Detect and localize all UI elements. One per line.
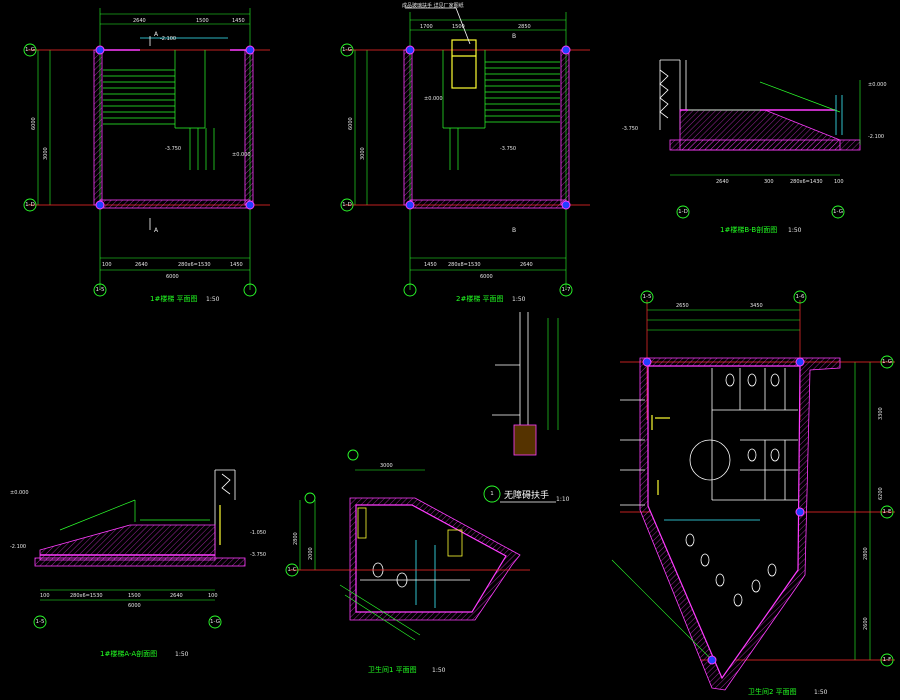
secaa-level-2: -1.050	[250, 530, 266, 536]
toilet2-grid-right-3: 1-F	[883, 657, 892, 663]
toilet2-dim-right-4: 2600	[863, 617, 869, 630]
plan1-bottom-dim-1: 100	[102, 262, 112, 268]
plan2-top-dim-1: 1700	[420, 24, 433, 30]
plan2-level-a: ±0.000	[424, 96, 443, 102]
toilet2-grid-right-2: 1-E	[883, 509, 892, 515]
plan1-grid-left-top: 1-G	[25, 47, 35, 53]
secaa-dim-1: 100	[40, 593, 50, 599]
plan2-section-mark-bottom: B	[512, 227, 516, 234]
plan-stair2-title: 2#楼梯 平面图	[456, 294, 504, 303]
secbb-dim-2: 300	[764, 179, 774, 185]
secbb-level-0: ±0.000	[868, 82, 887, 88]
plan1-bottom-dim-2: 2640	[135, 262, 148, 268]
section-aa-scale: 1:50	[175, 651, 189, 658]
section-aa-title: 1#楼梯A-A剖面图	[100, 649, 157, 658]
plan1-level-right: ±0.000	[232, 152, 251, 158]
plan1-level-mid: -3.750	[165, 146, 181, 152]
plan1-bottom-total: 6000	[166, 274, 179, 280]
plan1-grid-left-bottom: 1-D	[25, 202, 35, 208]
plan2-left-dim-total: 6000	[348, 117, 354, 130]
section-aa: ±0.000 -2.100 -1.050 -3.750 100 280x6=15…	[10, 469, 266, 658]
section-bb-scale: 1:50	[788, 227, 802, 234]
toilet2-dim-right-1: 3300	[878, 407, 884, 420]
plan1-left-dim-total: 6000	[31, 117, 37, 130]
toilet2-dim-right-2: 6200	[878, 487, 884, 500]
plan2-left-dim-2: 3000	[360, 147, 366, 160]
plan2-grid-bottom: 1-7	[562, 287, 571, 293]
toilet1-dim-left-1: 2800	[293, 532, 299, 545]
toilet1-dim-top: 3000	[380, 463, 393, 469]
plan1-grid-bottom: 1-5	[96, 287, 105, 293]
plan2-note-top: 成品玻璃扶手 详见厂家图纸	[402, 2, 464, 9]
plan2-section-mark-top: B	[512, 33, 516, 40]
plan2-grid-left-top: 1-G	[342, 47, 352, 53]
plan1-top-dim-1: 2640	[133, 18, 146, 24]
handrail-bubble: 1	[490, 491, 494, 497]
plan2-bottom-total: 6000	[480, 274, 493, 280]
plan2-top-dim-2: 1500	[452, 24, 465, 30]
section-bb: ±0.000 -2.100 -3.750 2640 300 280x6=1430…	[622, 59, 887, 234]
secaa-level-0: ±0.000	[10, 490, 29, 496]
toilet1-scale: 1:50	[432, 667, 446, 674]
toilet1-title: 卫生间1 平面图	[368, 665, 417, 674]
toilet2-grid-right-1: 1-G	[882, 359, 892, 365]
plan-stair2-scale: 1:50	[512, 296, 526, 303]
toilet2-dim-top-1: 2650	[676, 303, 689, 309]
plan2-level-b: -3.750	[500, 146, 516, 152]
secbb-level-1: -2.100	[868, 134, 884, 140]
toilet2-title: 卫生间2 平面图	[748, 687, 797, 696]
secbb-grid-2: 1-G	[833, 209, 843, 215]
toilet2-dim-right-3: 2800	[863, 547, 869, 560]
toilet1-dim-left-2: 2000	[308, 547, 314, 560]
secaa-dim-total: 6000	[128, 603, 141, 609]
handrail-scale: 1:10	[556, 496, 570, 503]
toilet2-dim-top-2: 3450	[750, 303, 763, 309]
secaa-grid-1: 1-5	[36, 619, 45, 625]
plan-stair1: 2640 1500 1450 -2.100 -3.750 ±0.000 A A …	[23, 8, 270, 303]
toilet1-grid-left: 1-C	[287, 567, 296, 573]
plan1-bottom-dim-4: 1450	[230, 262, 243, 268]
plan-stair2: 成品玻璃扶手 详见厂家图纸 ±0.000 -3.750 1700 1500 28…	[340, 2, 590, 303]
plan1-bottom-dim-3: 280x6=1530	[178, 262, 211, 268]
secaa-dim-2: 280x6=1530	[70, 593, 103, 599]
plan1-top-dim-2: 1500	[196, 18, 209, 24]
toilet2-grid-top-2: 1-6	[796, 294, 805, 300]
secbb-level-2: -3.750	[622, 126, 638, 132]
toilet1-plan: 3000 2800 2000 1-C 卫生间1 平面图 1:50	[285, 449, 530, 674]
plan2-bottom-dim-3: 2640	[520, 262, 533, 268]
plan-stair1-scale: 1:50	[206, 296, 220, 303]
plan1-top-dim-3: 1450	[232, 18, 245, 24]
secaa-dim-4: 2640	[170, 593, 183, 599]
plan-stair1-title: 1#楼梯 平面图	[150, 294, 198, 303]
plan2-bottom-dim-2: 280x8=1530	[448, 262, 481, 268]
secaa-level-1: -2.100	[10, 544, 26, 550]
plan2-bottom-dim-1: 1450	[424, 262, 437, 268]
toilet2-grid-top-1: 1-5	[643, 294, 652, 300]
plan1-section-mark-top: A	[154, 31, 159, 38]
secbb-dim-4: 100	[834, 179, 844, 185]
toilet2-plan: 2650 3450 3300 6200 2800 2600 1-5 1-6 1-…	[611, 290, 895, 696]
secaa-dim-5: 100	[208, 593, 218, 599]
plan2-grid-left-bottom: 1-D	[342, 202, 352, 208]
secbb-dim-3: 280x6=1430	[790, 179, 823, 185]
secbb-dim-1: 2640	[716, 179, 729, 185]
plan1-level-top: -2.100	[160, 36, 176, 42]
plan1-left-dim-2: 3000	[43, 147, 49, 160]
toilet2-scale: 1:50	[814, 689, 828, 696]
handrail-title: 无障碍扶手	[504, 489, 549, 501]
secaa-grid-2: 1-G	[210, 619, 220, 625]
plan2-top-dim-3: 2850	[518, 24, 531, 30]
plan1-section-mark-bottom: A	[154, 227, 159, 234]
handrail-detail: 1 无障碍扶手 1:10	[483, 312, 570, 503]
secbb-grid-1: 1-D	[678, 209, 688, 215]
secaa-dim-3: 1500	[128, 593, 141, 599]
section-bb-title: 1#楼梯B-B剖面图	[720, 225, 777, 234]
secaa-level-3: -3.750	[250, 552, 266, 558]
